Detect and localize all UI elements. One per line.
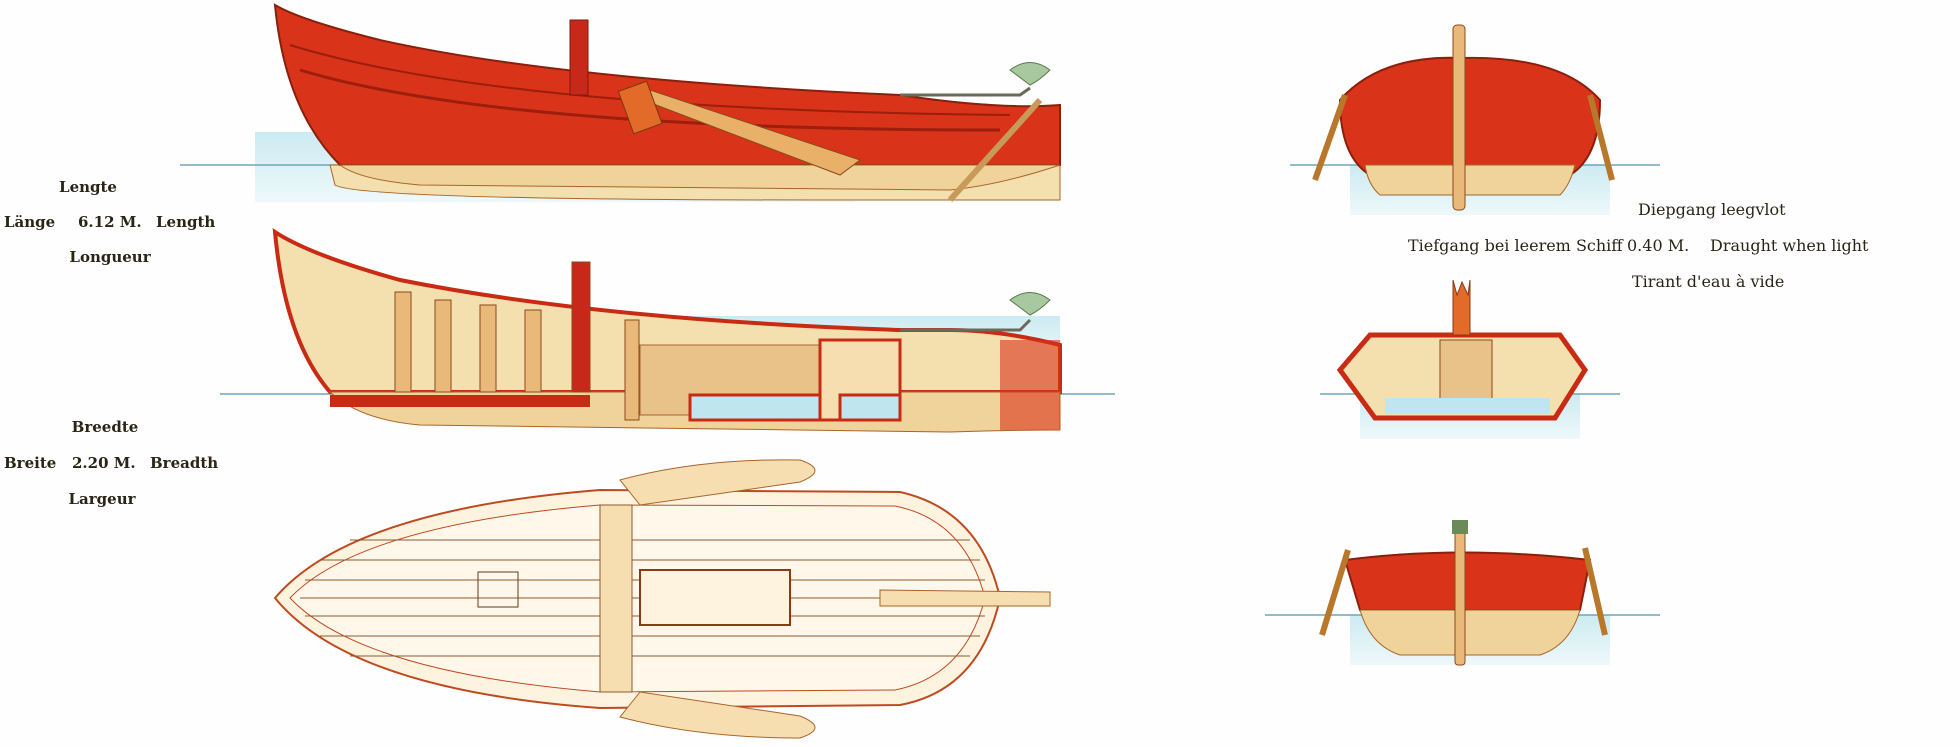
length-label-nl: Lengte — [59, 178, 117, 196]
draught-label-nl: Diepgang leegvlot — [1638, 200, 1786, 219]
length-label-de: Länge — [4, 213, 56, 231]
breadth-label-de: Breite — [4, 454, 57, 472]
breadth-label-fr: Largeur — [68, 490, 136, 508]
cross-section — [1320, 279, 1620, 439]
draught-label-fr: Tirant d'eau à vide — [1632, 272, 1785, 291]
length-label-en: Length — [156, 213, 216, 231]
breadth-label-en: Breadth — [150, 454, 219, 472]
longitudinal-section — [220, 228, 1115, 433]
length-value: 6.12 M. — [78, 213, 142, 231]
draught-label-en: Draught when light — [1710, 236, 1869, 255]
side-elevation — [180, 3, 1061, 203]
plan-view — [273, 459, 1051, 739]
length-label-fr: Longueur — [69, 248, 151, 266]
draught-label-de: Tiefgang bei leerem Schiff — [1408, 236, 1623, 255]
draught-value: 0.40 M. — [1627, 236, 1690, 255]
stern-view — [1265, 520, 1660, 666]
breadth-label-nl: Breedte — [71, 418, 139, 436]
bow-view — [1290, 24, 1660, 215]
breadth-value: 2.20 M. — [72, 454, 136, 472]
